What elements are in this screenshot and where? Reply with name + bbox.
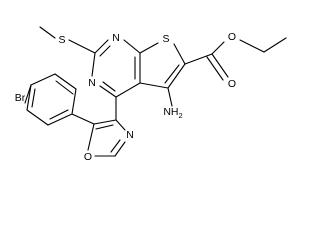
atom-label-s-thiophene: S [162,33,169,45]
molecule-structure: S N N S O O NH2 Br N O [15,26,287,163]
atom-labels: S N N S O O NH2 Br N O [15,31,236,163]
atom-label-nh2-subscript: 2 [179,111,183,120]
atom-label-o-carbonyl: O [228,78,236,90]
atom-label-nh2: NH2 [163,106,182,120]
atom-label-n-oxazole: N [126,129,134,141]
atom-label-bromine: Br [15,92,26,104]
atom-label-nh: NH [163,106,178,118]
bond-lines [24,26,287,157]
atom-label-o-ether: O [228,31,236,43]
atom-label-s-methylthio: S [58,34,65,46]
atom-label-n-pyrimidine-top: N [112,32,120,44]
atom-label-o-oxazole: O [84,151,92,163]
atom-label-n-pyrimidine-left: N [88,77,96,89]
